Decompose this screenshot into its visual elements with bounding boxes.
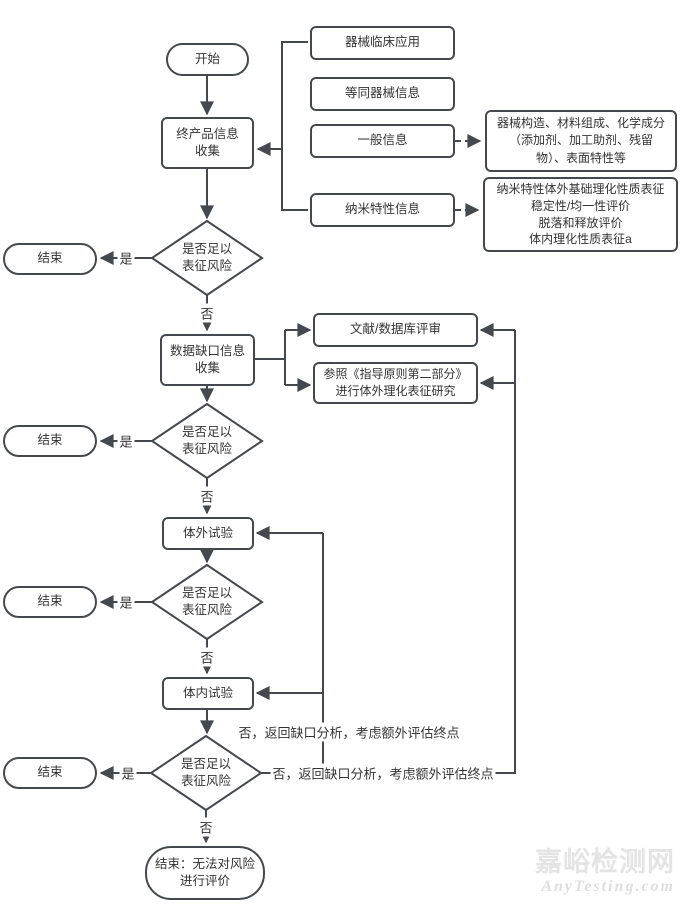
- guideline-reference-box: 参照《指导原则第二部分》 进行体外理化表征研究: [313, 362, 478, 404]
- in-vitro-test-box: 体外试验: [162, 517, 254, 550]
- no-label-1: 否: [198, 303, 216, 323]
- decision-diamond-4: [149, 734, 263, 812]
- yes-label-2: 是: [117, 431, 135, 451]
- decision-diamond-3: [150, 563, 264, 641]
- decision-1-label: 是否足以 表征风险: [181, 242, 232, 273]
- yes-label-1: 是: [117, 248, 135, 268]
- final-end-terminal: 结束：无法对风险 进行评价: [145, 846, 265, 900]
- decision-3-label: 是否足以 表征风险: [181, 586, 232, 617]
- site-watermark: 嘉峪检测网 AnyTesting.com: [535, 847, 675, 895]
- decision-diamond-2: [150, 402, 264, 480]
- clinical-application-box: 器械临床应用: [310, 26, 455, 60]
- end-terminal-3: 结束: [3, 586, 97, 618]
- nano-info-box: 纳米特性信息: [310, 193, 455, 227]
- data-gap-box: 数据缺口信息 收集: [160, 334, 255, 386]
- data-gap-branch-line: [255, 330, 286, 385]
- decision-diamond-1: [150, 219, 264, 297]
- general-info-box: 一般信息: [310, 124, 455, 158]
- nano-info-detail-box: 纳米特性体外基础理化性质表征 稳定性/均一性评价 脱落和释放评价 体内理化性质表…: [483, 177, 678, 252]
- watermark-chinese: 嘉峪检测网: [535, 847, 675, 877]
- watermark-english: AnyTesting.com: [541, 877, 675, 895]
- decision-4-label: 是否足以 表征风险: [180, 757, 231, 788]
- start-terminal: 开始: [166, 43, 249, 76]
- general-info-detail-box: 器械构造、材料组成、化学成分 （添加剂、加工助剂、残留 物）、表面特性等: [485, 110, 677, 172]
- no-label-2: 否: [198, 486, 216, 506]
- decision-2-label: 是否足以 表征风险: [181, 425, 232, 456]
- final-product-info-box: 终产品信息 收集: [161, 117, 254, 169]
- equivalent-device-box: 等同器械信息: [310, 77, 455, 111]
- no-label-4: 否: [197, 817, 215, 837]
- loop-back-label-2: 否，返回缺口分析，考虑额外评估终点: [270, 763, 496, 783]
- end-terminal-4: 结束: [3, 757, 97, 789]
- yes-label-4: 是: [119, 763, 137, 783]
- end-terminal-2: 结束: [3, 425, 97, 457]
- yes-label-3: 是: [117, 592, 135, 612]
- in-vivo-test-box: 体内试验: [162, 677, 254, 710]
- loop-back-label-1: 否，返回缺口分析，考虑额外评估终点: [236, 722, 462, 742]
- info-trunk-line: [281, 41, 308, 211]
- end-terminal-1: 结束: [3, 243, 97, 275]
- no-label-3: 否: [198, 647, 216, 667]
- literature-review-box: 文献/数据库评审: [313, 313, 478, 347]
